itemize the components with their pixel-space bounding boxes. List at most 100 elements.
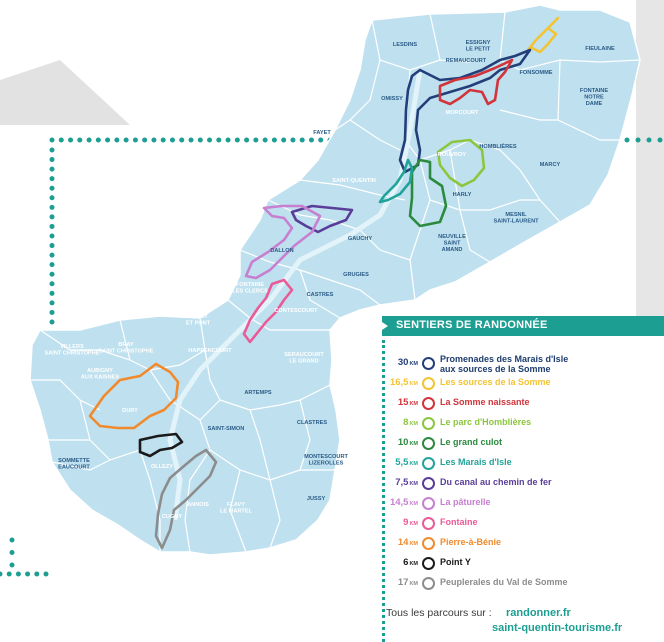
- trail-distance-value: 14: [397, 537, 409, 548]
- trail-somme-naissante: [438, 58, 514, 106]
- commune-label-fieulaine: FIEULAINE: [585, 46, 615, 52]
- trail-row[interactable]: 5,5KM Les Marais d'Isle: [382, 454, 664, 472]
- trail-name: Les Marais d'Isle: [440, 457, 512, 467]
- trail-marais-isle-30: [398, 48, 532, 174]
- trail-name: Le parc d'Homblières: [440, 417, 532, 427]
- trail-distance-value: 30: [397, 357, 409, 368]
- trail-row[interactable]: 15KM La Somme naissante: [382, 394, 664, 412]
- trail-distance-unit: KM: [409, 581, 418, 587]
- commune-label-dallon: DALLON: [270, 248, 293, 254]
- trail-row[interactable]: 10KM Le grand culot: [382, 434, 664, 452]
- trail-point-y: [138, 432, 184, 458]
- trail-peuplerales: [154, 448, 218, 550]
- trail-distance-value: 17: [397, 577, 409, 588]
- trail-distance: 6KM: [403, 557, 418, 568]
- trail-row[interactable]: 8KM Le parc d'Homblières: [382, 414, 664, 432]
- trail-parc-homblieres: [436, 138, 486, 188]
- commune-label-castres: CASTRES: [307, 292, 334, 298]
- trail-ring-icon: [422, 497, 435, 510]
- trail-row[interactable]: 6KM Point Y: [382, 554, 664, 572]
- commune-label-jussy: JUSSY: [307, 496, 326, 502]
- commune-label-fonsomme: FONSOMME: [520, 70, 553, 76]
- trail-distance: 9KM: [403, 517, 418, 528]
- commune-label-clastres: CLASTRES: [297, 420, 327, 426]
- trail-distance-unit: KM: [409, 361, 418, 367]
- trails: [88, 16, 560, 550]
- legend-title: SENTIERS DE RANDONNÉE: [396, 319, 548, 331]
- trail-name: Les sources de la Somme: [440, 377, 551, 387]
- trail-distance-value: 6: [403, 557, 409, 568]
- trail-ring-icon: [422, 457, 435, 470]
- trail-distance-unit: KM: [409, 461, 418, 467]
- commune-label-fayet: FAYET: [313, 130, 331, 136]
- trail-distance-value: 14,5: [389, 497, 409, 508]
- trail-row[interactable]: 30KM Promenades des Marais d'Isle aux sou…: [382, 354, 664, 374]
- trail-ring-icon: [422, 377, 435, 390]
- trail-distance: 8KM: [403, 417, 418, 428]
- trail-ring-icon: [422, 417, 435, 430]
- link-randonner[interactable]: randonner.fr: [506, 607, 571, 619]
- trail-name: Promenades des Marais d'Isle aux sources…: [440, 354, 569, 374]
- arrow-right-icon: [382, 322, 388, 330]
- trail-row[interactable]: 17KM Peuplerales du Val de Somme: [382, 574, 664, 592]
- links-label: Tous les parcours sur :: [386, 607, 492, 619]
- commune-label-saint-quentin: SAINT-QUENTIN: [332, 178, 376, 184]
- commune-label-marcy: MARCY: [540, 162, 561, 168]
- trail-distance-unit: KM: [409, 561, 418, 567]
- trail-distance: 10KM: [398, 437, 418, 448]
- commune-label-lesdins: LESDINS: [393, 42, 418, 48]
- trail-row[interactable]: 16,5KM Les sources de la Somme: [382, 374, 664, 392]
- trail-row[interactable]: 9KM Fontaine: [382, 514, 664, 532]
- trail-distance-unit: KM: [409, 541, 418, 547]
- commune-label-morcourt: MORCOURT: [446, 110, 480, 116]
- trail-distance: 7,5KM: [395, 477, 418, 488]
- commune-label-remaucourt: REMAUCOURT: [446, 58, 487, 64]
- trail-ring-icon: [422, 477, 435, 490]
- trail-grand-culot: [408, 158, 448, 228]
- trail-sources-somme: [526, 16, 560, 54]
- commune-label-grugies: GRUGIES: [343, 272, 369, 278]
- commune-label-artemps: ARTEMPS: [244, 390, 272, 396]
- trail-ring-icon: [422, 537, 435, 550]
- trail-fontaine: [242, 278, 294, 344]
- trail-distance-value: 7,5: [395, 477, 409, 488]
- trail-distance-value: 9: [403, 517, 409, 528]
- trail-distance-unit: KM: [409, 441, 418, 447]
- commune-label-ollezy: OLLEZY: [151, 464, 173, 470]
- trail-name: La pâturelle: [440, 497, 491, 507]
- link-saint-quentin-tourisme[interactable]: saint-quentin-tourisme.fr: [492, 622, 623, 634]
- trail-distance-unit: KM: [409, 481, 418, 487]
- trail-distance: 15KM: [398, 397, 418, 408]
- trail-name: Point Y: [440, 557, 471, 567]
- commune-label-annois: ANNOIS: [187, 502, 209, 508]
- trail-marais-isle-5: [378, 158, 414, 204]
- trail-pierre-benie: [88, 362, 180, 430]
- trail-ring-icon: [422, 557, 435, 570]
- trail-ring-icon: [422, 357, 435, 370]
- trail-name: Peuplerales du Val de Somme: [440, 577, 568, 587]
- trail-ring-icon: [422, 517, 435, 530]
- trail-name: Fontaine: [440, 517, 478, 527]
- commune-label-cugny: CUGNY: [162, 514, 182, 520]
- commune-label-dury: DURY: [122, 408, 138, 414]
- trail-distance-value: 16,5: [389, 377, 409, 388]
- trail-name: La Somme naissante: [440, 397, 530, 407]
- trail-distance-value: 10: [397, 437, 409, 448]
- trail-distance: 5,5KM: [395, 457, 418, 468]
- trail-name: Le grand culot: [440, 437, 503, 447]
- trail-distance-unit: KM: [409, 381, 418, 387]
- trail-distance-unit: KM: [409, 521, 418, 527]
- trail-canal-chemin-fer: [290, 204, 354, 234]
